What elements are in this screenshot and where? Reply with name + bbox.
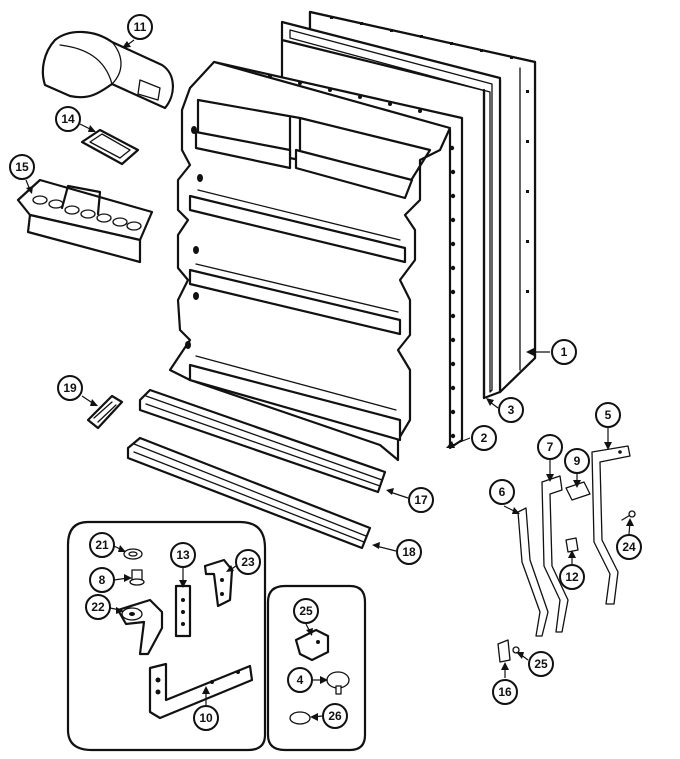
callout-8: 8 <box>89 567 132 593</box>
svg-text:3: 3 <box>508 403 515 417</box>
callout-14: 14 <box>55 106 96 132</box>
callout-6: 6 <box>489 479 520 514</box>
callout-10: 10 <box>193 686 219 731</box>
callout-21: 21 <box>89 532 126 558</box>
callout-16: 16 <box>492 662 518 705</box>
callout-5: 5 <box>595 402 621 450</box>
callout-13: 13 <box>170 542 196 588</box>
svg-text:23: 23 <box>241 555 255 569</box>
egg-tray-icon <box>16 178 154 264</box>
callout-18: 18 <box>372 539 422 565</box>
svg-text:19: 19 <box>63 381 77 395</box>
callout-23: 23 <box>226 549 261 575</box>
svg-text:16: 16 <box>498 685 512 699</box>
callout-3: 3 <box>486 397 524 423</box>
svg-text:5: 5 <box>605 408 612 422</box>
svg-text:9: 9 <box>574 454 581 468</box>
svg-text:26: 26 <box>328 709 342 723</box>
callout-15: 15 <box>9 154 35 194</box>
callout-4: 4 <box>287 667 328 693</box>
dairy-cover-icon <box>41 30 174 110</box>
svg-text:8: 8 <box>99 573 106 587</box>
svg-text:15: 15 <box>15 160 29 174</box>
callout-25: 25 <box>516 651 554 677</box>
svg-text:21: 21 <box>95 538 109 552</box>
callout-22: 22 <box>85 594 124 620</box>
svg-text:13: 13 <box>176 548 190 562</box>
svg-text:22: 22 <box>91 600 105 614</box>
svg-text:7: 7 <box>547 440 554 454</box>
svg-text:17: 17 <box>414 493 428 507</box>
svg-text:1: 1 <box>561 345 568 359</box>
door-trim-icon <box>138 388 387 494</box>
butter-tray-icon <box>80 128 140 166</box>
callout-12: 12 <box>559 550 585 590</box>
door-gasket-icon <box>280 20 502 400</box>
callout-2: 2 <box>446 425 497 451</box>
callout-26: 26 <box>310 703 348 729</box>
svg-text:10: 10 <box>199 711 213 725</box>
svg-text:25: 25 <box>534 657 548 671</box>
svg-text:4: 4 <box>297 673 304 687</box>
callout-11: 11 <box>122 14 153 48</box>
door-trim-icon <box>126 436 372 550</box>
svg-text:24: 24 <box>622 540 636 554</box>
callout-19: 19 <box>57 375 98 406</box>
bracket-icon <box>497 445 636 663</box>
svg-text:25: 25 <box>299 604 313 618</box>
door-liner-icon <box>168 60 464 462</box>
svg-text:11: 11 <box>134 20 147 34</box>
svg-text:2: 2 <box>481 431 488 445</box>
callout-17: 17 <box>386 487 434 513</box>
hinge-kit-box <box>66 520 267 752</box>
svg-text:18: 18 <box>402 545 416 559</box>
callout-1: 1 <box>526 339 577 365</box>
svg-text:12: 12 <box>565 570 579 584</box>
callout-7: 7 <box>537 434 563 482</box>
handle-cap-icon <box>86 394 124 430</box>
callout-9: 9 <box>564 448 590 488</box>
callout-24: 24 <box>616 518 642 560</box>
plug-kit-box <box>266 584 367 752</box>
callout-25: 25 <box>293 598 319 636</box>
svg-text:6: 6 <box>499 485 506 499</box>
svg-text:14: 14 <box>61 112 75 126</box>
